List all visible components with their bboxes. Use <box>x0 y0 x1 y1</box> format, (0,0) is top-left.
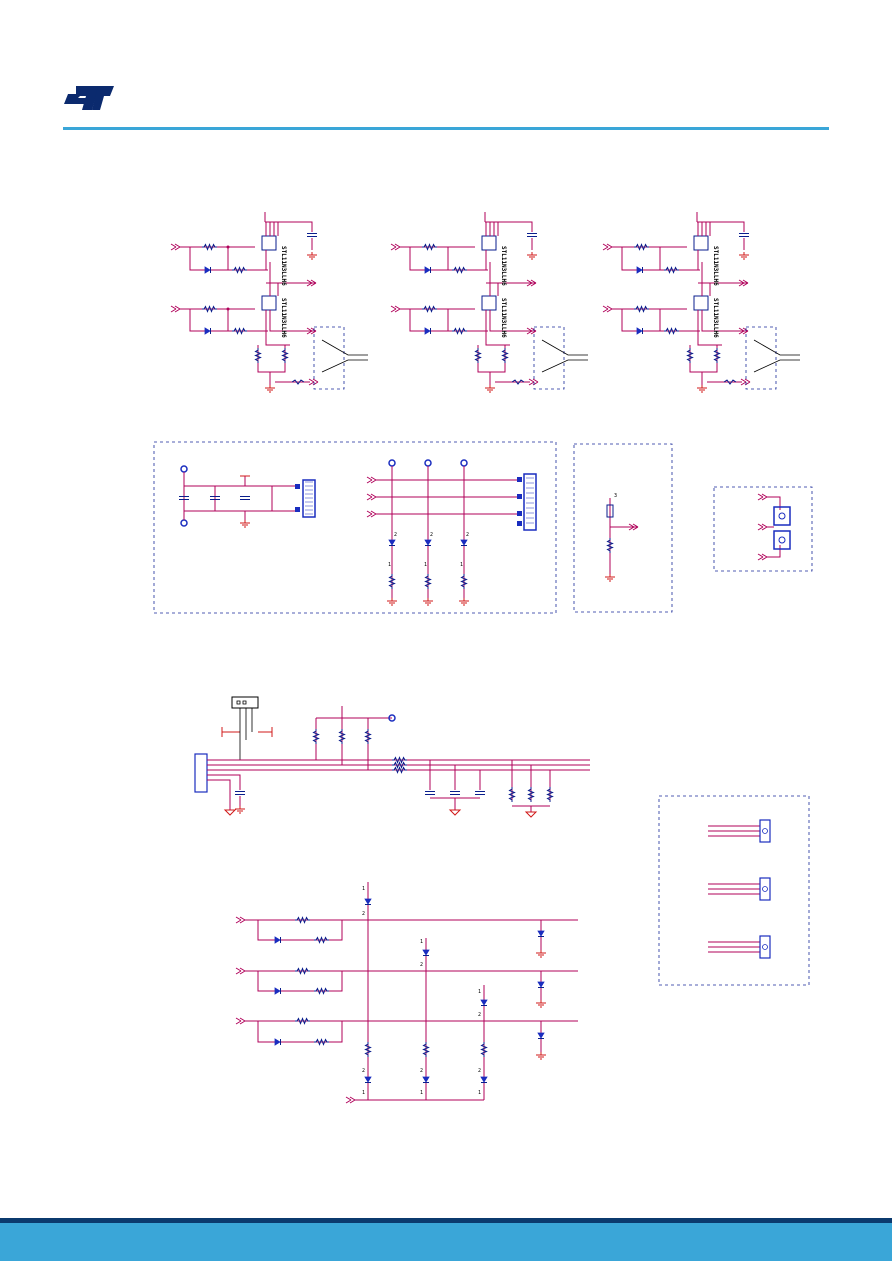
footer-line <box>0 1218 892 1223</box>
pin-label: 1 <box>420 939 423 945</box>
sense-network-block: 1 2 1 2 1 2 2 1 2 1 2 1 <box>235 882 578 1104</box>
power-led-block: 2 2 2 1 1 1 <box>153 441 557 614</box>
pin-label: 1 <box>362 886 365 892</box>
header-connectors-block <box>658 795 810 986</box>
pin-label: 2 <box>362 1068 365 1074</box>
mosfet-label: STL11N3LLH6 <box>712 246 719 286</box>
pin-label: 2 <box>420 962 423 968</box>
dual-connector-block <box>713 486 813 572</box>
pin-label: 1 <box>424 562 427 568</box>
mosfet-label: STL11N3LLH6 <box>712 298 719 338</box>
mosfet-label: STL11N3LLH6 <box>280 298 287 338</box>
sensor-block: 3 <box>573 443 673 613</box>
st-logo <box>64 86 114 110</box>
pin-label: 2 <box>362 911 365 917</box>
mosfet-label: STL11N3LLH6 <box>500 246 507 286</box>
pin-label: 3 <box>614 493 617 499</box>
half-bridge-stage-2: STL11N3LLH6 STL11N3LLH6 <box>390 212 588 393</box>
footer-band <box>0 1223 892 1261</box>
bus-filter-block <box>194 696 590 818</box>
pin-label: 1 <box>478 1090 481 1096</box>
pin-label: 2 <box>466 532 469 538</box>
pin-label: 1 <box>362 1090 365 1096</box>
pin-label: 2 <box>430 532 433 538</box>
pin-label: 2 <box>478 1068 481 1074</box>
half-bridge-stage-3: STL11N3LLH6 STL11N3LLH6 <box>602 212 800 393</box>
mosfet-label: STL11N3LLH6 <box>280 246 287 286</box>
pin-label: 2 <box>394 532 397 538</box>
pin-label: 1 <box>420 1090 423 1096</box>
pin-label: 2 <box>420 1068 423 1074</box>
half-bridge-stage-1: STL11N3LLH6 STL11N3LLH6 <box>170 212 368 393</box>
pin-label: 1 <box>478 989 481 995</box>
mosfet-label: STL11N3LLH6 <box>500 298 507 338</box>
pin-label: 2 <box>478 1012 481 1018</box>
header-rule <box>63 127 829 130</box>
pin-label: 1 <box>460 562 463 568</box>
pin-label: 1 <box>388 562 391 568</box>
